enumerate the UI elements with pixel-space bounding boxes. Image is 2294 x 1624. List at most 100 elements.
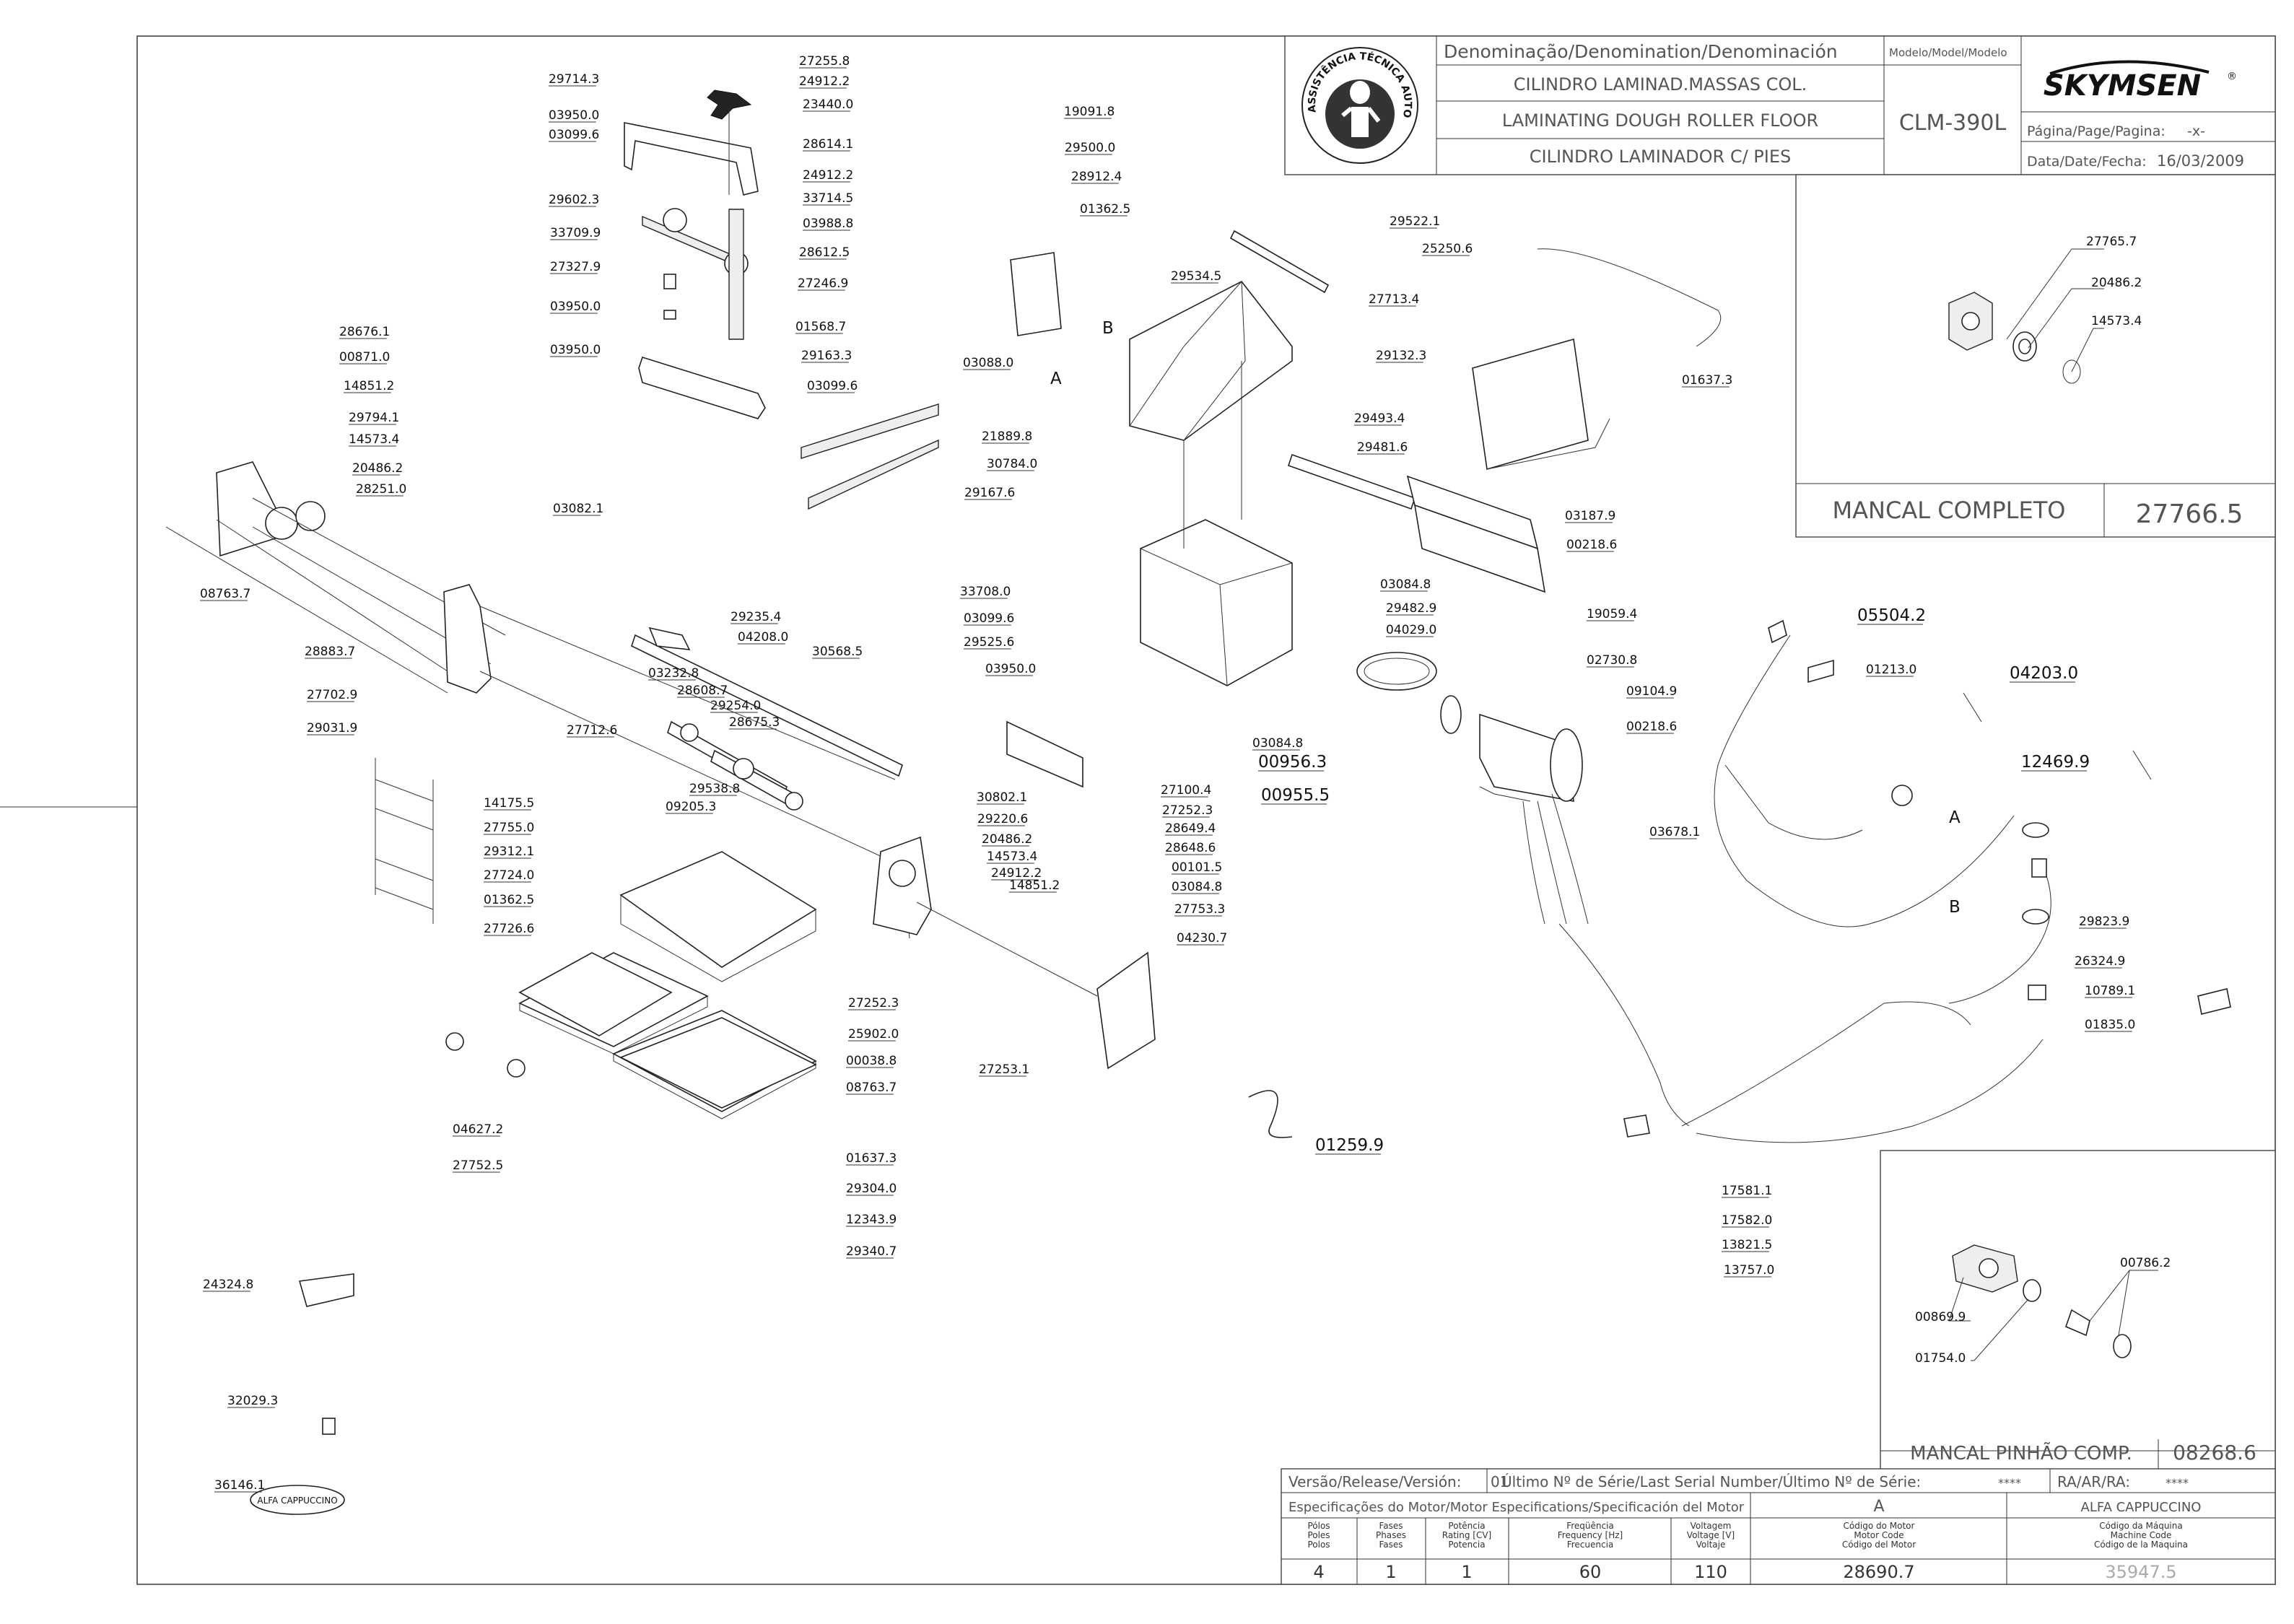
part-number: 29481.6 <box>1357 440 1408 455</box>
part-number: 21889.8 <box>982 429 1032 444</box>
page-value: -x- <box>2187 123 2205 139</box>
part-number: 03082.1 <box>553 502 603 516</box>
part-number: 28648.6 <box>1165 841 1216 855</box>
part-number: 28608.7 <box>677 684 728 698</box>
part-number: 03950.0 <box>550 300 601 314</box>
part-number: 29132.3 <box>1376 349 1426 363</box>
part-number: 20486.2 <box>982 832 1032 847</box>
inset-pinion-code: 08268.6 <box>2173 1441 2256 1464</box>
part-number: 13757.0 <box>1724 1263 1774 1278</box>
svg-text:ASSISTÊNCIA TÉCNICA AUTORIZADA: ASSISTÊNCIA TÉCNICA AUTORIZADA <box>0 0 1413 119</box>
spec-col-label-6: Código de la Maquina <box>2094 1540 2188 1550</box>
part-number: 30568.5 <box>812 645 863 659</box>
part-number: 29538.8 <box>689 782 740 796</box>
view-markers: A B A B <box>1050 319 1961 917</box>
motor-letter: A <box>1873 1498 1884 1516</box>
part-27765-7: 27765.7 <box>2086 235 2137 249</box>
spec-col-label-4: Voltage [V] <box>1687 1530 1735 1540</box>
marker-b-right: B <box>1949 898 1961 917</box>
brand-logo: SKYMSEN ® <box>2044 60 2237 102</box>
part-number: 29167.6 <box>964 486 1015 500</box>
part-number: 24912.2 <box>991 866 1042 881</box>
svg-text:®: ® <box>2227 71 2237 82</box>
part-number: 27724.0 <box>484 868 534 883</box>
part-number: 14851.2 <box>344 379 394 393</box>
part-number: 29794.1 <box>349 411 399 425</box>
part-number: 29525.6 <box>964 635 1014 650</box>
inset-pinion-title: MANCAL PINHÃO COMP. <box>1910 1441 2132 1464</box>
spec-col-label-2: Potencia <box>1448 1540 1485 1550</box>
part-number: 04208.0 <box>738 630 788 645</box>
motor-spec-label: Especificações do Motor/Motor Especifica… <box>1288 1500 1745 1515</box>
spec-columns: PólosPolesPolos4FasesPhasesFases1Potênci… <box>1307 1521 2188 1582</box>
spec-col-label-2: Potência <box>1448 1521 1485 1531</box>
part-number: 29500.0 <box>1065 141 1115 155</box>
part-number: 29823.9 <box>2079 914 2129 929</box>
part-number: 27255.8 <box>799 54 850 69</box>
part-number-large: 00956.3 <box>1258 753 1327 772</box>
part-number: 17582.0 <box>1722 1213 1772 1228</box>
part-number: 03099.6 <box>964 611 1014 626</box>
part-number: 33714.5 <box>803 191 853 206</box>
name-pt: CILINDRO LAMINAD.MASSAS COL. <box>1514 74 1807 95</box>
part-number: 01362.5 <box>484 893 534 907</box>
part-number: 09104.9 <box>1626 684 1677 699</box>
spec-col-label-0: Polos <box>1307 1540 1330 1550</box>
part-number: 00871.0 <box>339 350 390 364</box>
part-number: 28883.7 <box>305 645 355 659</box>
part-number: 32029.3 <box>227 1394 278 1408</box>
stamp-text: ASSISTÊNCIA TÉCNICA AUTORIZADA <box>0 0 1413 119</box>
spec-col-value-2: 1 <box>1461 1562 1472 1582</box>
part-number: 27753.3 <box>1174 902 1225 917</box>
part-number: 01568.7 <box>795 320 846 334</box>
svg-text:SKYMSEN: SKYMSEN <box>2044 69 2201 102</box>
inset-bearing-assembly: MANCAL COMPLETO 27766.5 27765.7 20486.2 … <box>1795 174 2276 538</box>
part-number: 27327.9 <box>550 260 601 274</box>
part-number: 03084.8 <box>1172 880 1222 894</box>
part-20486-2: 20486.2 <box>2091 276 2142 290</box>
part-number: 29482.9 <box>1386 601 1436 616</box>
part-number: 27752.5 <box>453 1158 503 1173</box>
part-number: 27100.4 <box>1161 783 1211 798</box>
part-00869-9: 00869.9 <box>1915 1310 1966 1324</box>
part-number: 29714.3 <box>549 72 599 87</box>
marker-b-top: B <box>1102 319 1114 338</box>
part-number: 03099.6 <box>549 128 599 142</box>
spec-col-label-3: Freqüência <box>1566 1521 1614 1531</box>
part-number: 30784.0 <box>987 457 1037 471</box>
part-number: 00218.6 <box>1626 720 1677 734</box>
part-number-large: 04203.0 <box>2010 664 2078 683</box>
part-number: 00101.5 <box>1172 860 1222 875</box>
title-block: ASSISTÊNCIA TÉCNICA AUTORIZADA Denominaç… <box>0 0 2276 175</box>
spec-col-label-1: Fases <box>1379 1521 1403 1531</box>
spec-col-label-4: Voltaje <box>1696 1540 1726 1550</box>
part-number: 28649.4 <box>1165 821 1216 836</box>
part-number: 03950.0 <box>549 108 599 123</box>
part-number: 29163.3 <box>801 349 852 363</box>
part-number: 04230.7 <box>1177 931 1227 946</box>
part-number: 26324.9 <box>2075 954 2125 969</box>
part-number: 36146.1 <box>214 1478 265 1493</box>
spec-col-value-6: 35947.5 <box>2105 1562 2176 1582</box>
inset-bearing-title: MANCAL COMPLETO <box>1833 497 2066 524</box>
part-number: 09205.3 <box>666 800 716 814</box>
part-number: 10789.1 <box>2085 984 2135 998</box>
part-number: 33709.9 <box>550 226 601 240</box>
part-number: 29220.6 <box>977 812 1028 826</box>
part-number: 01213.0 <box>1866 663 1916 677</box>
spec-col-label-5: Motor Code <box>1854 1530 1903 1540</box>
part-number: 14573.4 <box>987 850 1037 864</box>
part-number: 03232.8 <box>648 666 699 681</box>
spec-col-label-5: Código do Motor <box>1844 1521 1915 1531</box>
part-number: 29254.0 <box>710 699 761 713</box>
part-number: 28614.1 <box>803 137 853 152</box>
part-number: 29031.9 <box>307 721 357 735</box>
part-number: 29312.1 <box>484 844 534 859</box>
part-number: 03084.8 <box>1252 736 1303 751</box>
part-number: 27755.0 <box>484 821 534 835</box>
part-number: 25250.6 <box>1422 242 1473 256</box>
name-en: LAMINATING DOUGH ROLLER FLOOR <box>1502 110 1818 131</box>
part-number: 33708.0 <box>960 585 1011 599</box>
spec-col-value-3: 60 <box>1579 1562 1602 1582</box>
